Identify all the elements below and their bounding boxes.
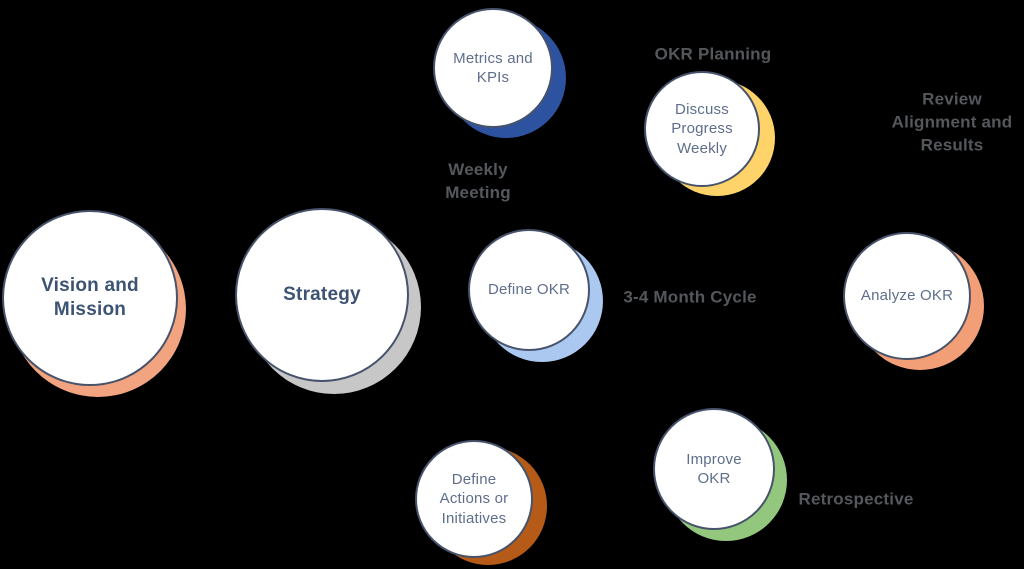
node-label: Discuss Progress Weekly bbox=[671, 100, 733, 157]
node-label: Strategy bbox=[283, 284, 361, 306]
node-label: Define Actions or Initiatives bbox=[439, 470, 509, 527]
node-circle: Vision and Mission bbox=[2, 210, 178, 386]
node-circle: Improve OKR bbox=[653, 408, 775, 530]
node-circle: Define OKR bbox=[468, 229, 590, 351]
node-vision-mission: Vision and Mission bbox=[2, 210, 186, 397]
node-metrics-kpis: Metrics and KPIs bbox=[433, 8, 566, 138]
node-circle: Strategy bbox=[235, 208, 409, 382]
node-analyze-okr: Analyze OKR bbox=[843, 232, 984, 370]
node-circle: Metrics and KPIs bbox=[433, 8, 553, 128]
stage-label-3-4-month-cycle: 3-4 Month Cycle bbox=[623, 287, 757, 307]
stage-label-okr-planning: OKR Planning bbox=[654, 44, 772, 64]
node-circle: Discuss Progress Weekly bbox=[644, 71, 760, 187]
node-label: Analyze OKR bbox=[860, 287, 954, 305]
node-discuss-progress-weekly: Discuss Progress Weekly bbox=[644, 71, 775, 196]
node-circle: Define Actions or Initiatives bbox=[415, 440, 533, 558]
node-improve-okr: Improve OKR bbox=[653, 408, 787, 541]
stage-label-weekly-meeting: Weekly Meeting bbox=[445, 160, 511, 202]
node-define-okr: Define OKR bbox=[468, 229, 603, 362]
node-label: Metrics and KPIs bbox=[453, 49, 533, 87]
node-label: Vision and Mission bbox=[41, 275, 139, 320]
node-label: Define OKR bbox=[487, 281, 571, 299]
stage-label-retrospective: Retrospective bbox=[798, 489, 914, 509]
node-strategy: Strategy bbox=[235, 208, 421, 394]
node-circle: Analyze OKR bbox=[843, 232, 971, 360]
node-define-actions-or-initiatives: Define Actions or Initiatives bbox=[415, 440, 547, 565]
node-label: Improve OKR bbox=[686, 450, 742, 488]
stage-label-review-alignment-and-results: Review Alignment and Results bbox=[891, 89, 1013, 155]
